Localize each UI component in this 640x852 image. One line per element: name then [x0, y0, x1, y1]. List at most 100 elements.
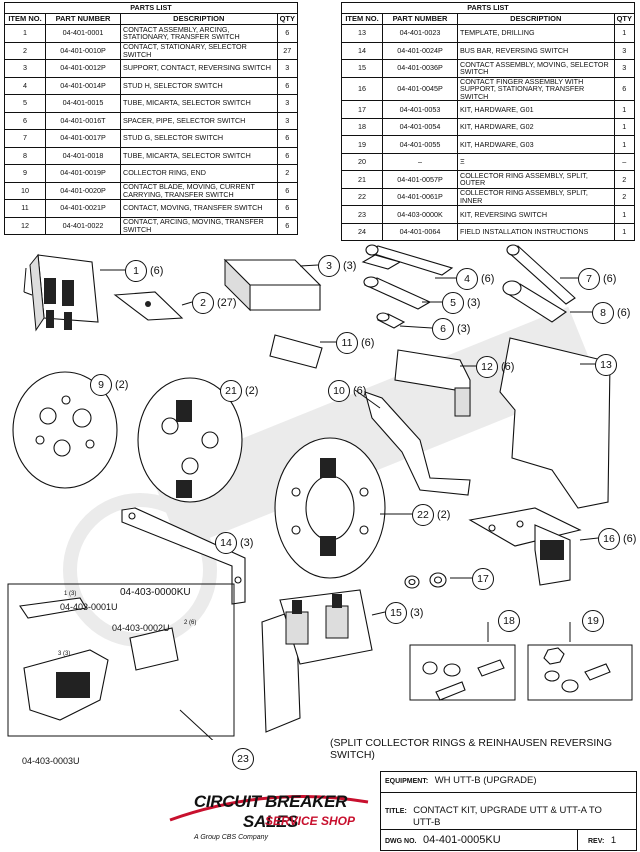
inset-part-3-label: 04-403-0003U: [22, 756, 80, 766]
quantity: –: [613, 152, 636, 172]
item-number: 4: [4, 76, 46, 95]
part-15-drawing: [261, 589, 373, 733]
callout-number: 1: [125, 260, 147, 282]
inset-part-2-label: 04-403-0002U: [112, 623, 170, 633]
callout-number: 10: [328, 380, 350, 402]
header-item: ITEM NO.: [4, 13, 46, 25]
callout-number: 8: [592, 302, 614, 324]
item-number: 10: [4, 181, 46, 200]
callout-qty: (6): [617, 307, 631, 319]
description: COLLECTOR RING ASSEMBLY, SPLIT, OUTER: [457, 170, 615, 189]
part-8-drawing: [502, 280, 567, 323]
quantity: 6: [276, 146, 299, 165]
callout-7: 7(6): [578, 268, 616, 290]
description: CONTACT, MOVING, TRANSFER SWITCH: [120, 199, 278, 218]
title-row: TITLE: CONTACT KIT, UPGRADE UTT & UTT-A …: [381, 793, 636, 830]
quantity: 6: [276, 24, 299, 43]
callout-qty: (27): [217, 297, 237, 309]
callout-number: 9: [90, 374, 112, 396]
callout-12: 12(6): [476, 356, 514, 378]
item-number: 8: [4, 146, 46, 165]
callout-qty: (2): [245, 385, 259, 397]
callout-number: 15: [385, 602, 407, 624]
callout-number: 3: [318, 255, 340, 277]
callout-qty: (6): [150, 265, 164, 277]
equipment-row: EQUIPMENT: WH UTT-B (UPGRADE): [381, 772, 636, 793]
callout-number: 13: [595, 354, 617, 376]
header-item: ITEM NO.: [341, 13, 383, 25]
item-number: 13: [341, 24, 383, 43]
part-6-drawing: [376, 312, 406, 329]
header-part: PART NUMBER: [45, 13, 121, 25]
quantity: 1: [613, 205, 636, 224]
part-13-drawing: [499, 337, 611, 509]
part-19-drawing: [527, 644, 633, 701]
description: BUS BAR, REVERSING SWITCH: [457, 41, 615, 60]
rev-value: 1: [610, 835, 617, 846]
callout-14: 14(3): [215, 532, 253, 554]
part-18-drawing: [409, 644, 516, 701]
exploded-parts-drawing: .p{fill:#fff;stroke:#111;stroke-width:1.…: [7, 244, 633, 740]
callout-5: 5(3): [442, 292, 480, 314]
callout-qty: (3): [343, 260, 357, 272]
logo-name: CIRCUIT BREAKER SALES: [193, 792, 348, 831]
callout-qty: (6): [481, 273, 495, 285]
logo-subtitle: SERVICE SHOP: [264, 814, 355, 828]
callout-number: 7: [578, 268, 600, 290]
callout-qty: (6): [361, 337, 375, 349]
description: FIELD INSTALLATION INSTRUCTIONS: [457, 222, 615, 242]
callout-number: 12: [476, 356, 498, 378]
description: KIT, HARDWARE, G02: [457, 117, 615, 137]
quantity: 6: [276, 199, 299, 218]
callout-number: 23: [232, 748, 254, 770]
part-3-drawing: [223, 258, 322, 312]
callout-10: 10(6): [328, 380, 366, 402]
part-16-drawing: [468, 507, 582, 586]
dwg-row: DWG NO. 04-401-0005KU REV: 1: [381, 830, 636, 850]
header-desc: DESCRIPTION: [120, 13, 278, 25]
part-number: 04-401-0053: [382, 100, 458, 119]
part-number: 04-401-0064: [382, 222, 458, 242]
item-number: 12: [4, 216, 46, 235]
part-number: 04-401-0054: [382, 117, 458, 137]
callout-number: 5: [442, 292, 464, 314]
quantity: 2: [613, 187, 636, 207]
callout-number: 16: [598, 528, 620, 550]
item-number: 20: [341, 152, 383, 172]
quantity: 2: [276, 164, 299, 183]
drawing-note: (SPLIT COLLECTOR RINGS & REINHAUSEN REVE…: [330, 737, 613, 761]
quantity: 3: [276, 59, 299, 78]
item-number: 19: [341, 135, 383, 154]
description: SUPPORT, CONTACT, REVERSING SWITCH: [120, 59, 278, 78]
description: TEMPLATE, DRILLING: [457, 24, 615, 43]
callout-number: 11: [336, 332, 358, 354]
callout-22: 22(2): [412, 504, 450, 526]
description: CONTACT BLADE, MOVING, CURRENT CARRYING,…: [120, 181, 278, 200]
part-number: 04-401-0023: [382, 24, 458, 43]
callout-qty: (3): [240, 537, 254, 549]
part-number: 04-401-0012P: [45, 59, 121, 78]
part-number: 04-401-0055: [382, 135, 458, 154]
parts-row: 20–Ξ–: [341, 152, 636, 172]
description: SPACER, PIPE, SELECTOR SWITCH: [120, 111, 278, 130]
callout-qty: (3): [410, 607, 424, 619]
header-part: PART NUMBER: [382, 13, 458, 25]
quantity: 2: [613, 170, 636, 189]
item-number: 11: [4, 199, 46, 218]
inset-part-2-number: 2 (6): [184, 620, 197, 626]
part-14-drawing: [121, 507, 246, 605]
part-number: 04-401-0010P: [45, 41, 121, 60]
callout-number: 4: [456, 268, 478, 290]
quantity: 3: [276, 94, 299, 113]
part-17-drawing: [404, 572, 447, 589]
callout-number: 18: [498, 610, 520, 632]
callout-number: 22: [412, 504, 434, 526]
description: CONTACT ASSEMBLY, ARCING, STATIONARY, TR…: [120, 24, 278, 43]
callout-qty: (6): [623, 533, 637, 545]
